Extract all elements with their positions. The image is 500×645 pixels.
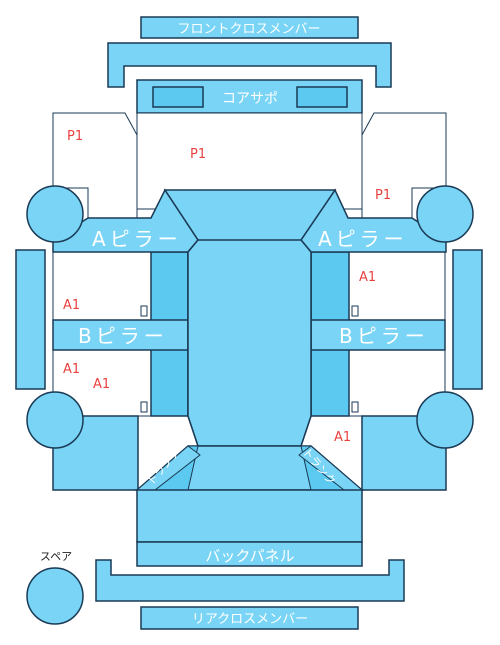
damage-mark: A1 [93,377,110,392]
core-support-label: コアサポ [222,91,278,107]
right-rear-wheel[interactable] [416,391,474,449]
left-b-pillar-label: Bピラー [78,324,168,348]
rear-floor-panel[interactable] [136,489,363,543]
damage-mark: A1 [63,362,80,377]
damage-mark: A1 [334,430,351,445]
right-rocker-panel[interactable] [452,249,483,390]
front-cross-member-bar[interactable] [140,16,359,39]
roof-panel[interactable] [187,239,312,447]
core-support-right-slot [296,86,348,108]
damage-mark: A1 [63,298,80,313]
spare-tire-label: スペア [40,550,72,563]
right-rear-door-marker [351,401,359,413]
left-rear-wheel[interactable] [26,391,84,449]
rear-bumper-frame[interactable] [95,559,405,602]
rear-cross-member-bar[interactable] [140,606,359,630]
right-front-door-marker [351,305,359,317]
damage-mark: P1 [67,129,83,144]
damage-mark: P1 [375,188,391,203]
right-b-pillar-label: Bピラー [339,324,429,348]
back-panel[interactable] [136,541,363,567]
right-a-pillar-label: Aピラー [318,227,408,251]
right-front-door-outline[interactable] [348,251,446,321]
right-front-wheel[interactable] [416,185,474,243]
rear-cross-member-label: リアクロスメンバー [192,612,308,627]
back-panel-label: バックパネル [205,547,294,565]
damage-mark: A1 [359,270,376,285]
left-front-wheel[interactable] [26,185,84,243]
left-rear-door-marker [140,401,148,413]
damage-mark: P1 [190,147,206,162]
right-front-fender-outline[interactable] [361,112,447,219]
left-a-pillar-label: Aピラー [92,227,182,251]
front-cross-member-label: フロントクロスメンバー [177,22,320,37]
left-rocker-panel[interactable] [15,249,46,390]
spare-tire[interactable] [26,567,84,625]
core-support-left-slot [152,86,204,108]
left-front-door-marker [140,305,148,317]
front-bumper-frame[interactable] [107,42,392,88]
